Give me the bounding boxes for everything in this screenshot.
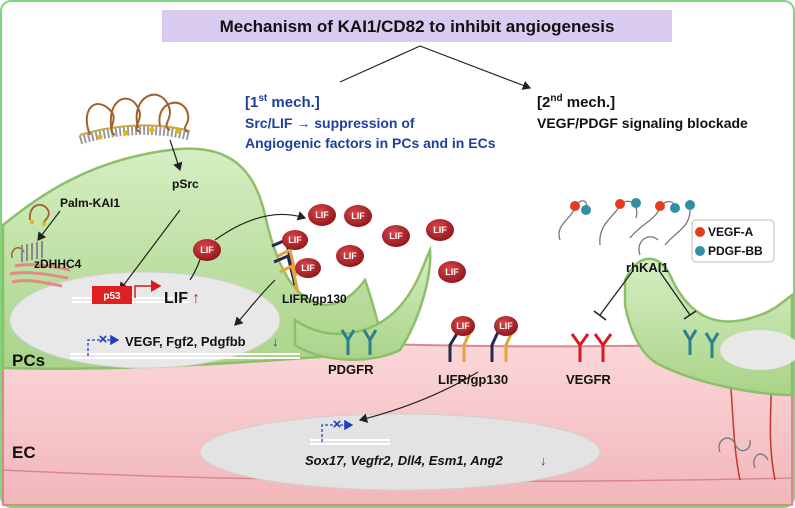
lipid-raft	[78, 125, 192, 145]
arrow-lif-out	[214, 211, 307, 241]
lif-ball-text: LIF	[499, 321, 513, 331]
ec-genes-label: Sox17, Vegfr2, Dll4, Esm1, Ang2	[305, 453, 503, 468]
branch-line-right	[419, 45, 532, 90]
rhkai1-label: rhKAI1	[626, 260, 669, 275]
pdgfr-receptors-right	[682, 329, 720, 358]
vegf-a-dots	[570, 199, 665, 211]
p53-box	[92, 286, 132, 304]
lif-ball	[282, 230, 308, 250]
pdgfr-receptors-middle	[340, 329, 378, 355]
psrc-label: pSrc	[172, 177, 199, 191]
mech1-heading-tail: mech.]	[267, 94, 320, 111]
lif-ball-text: LIF	[389, 231, 403, 241]
lif-ball-text: LIF	[343, 251, 357, 261]
lif-ball	[308, 204, 336, 226]
lif-ball	[336, 245, 364, 267]
mech1-line1: Src/LIF → suppression of	[245, 115, 415, 131]
pdgf-bb-dots	[581, 198, 695, 215]
mech2-heading-tail: mech.]	[563, 94, 616, 111]
mech1-heading-base: [1	[245, 94, 258, 111]
zdhhc4-icon	[9, 241, 71, 288]
mech2-heading: [2nd mech.]	[537, 93, 615, 111]
lif-ball-text: LIF	[288, 235, 302, 245]
p53-promoter-arrow	[134, 280, 162, 298]
arrow-palm-to-zdhhc4	[37, 210, 61, 241]
mech1-heading-sup: st	[258, 93, 268, 104]
lif-ball-text: LIF	[315, 210, 329, 220]
lif-ball	[344, 205, 372, 227]
lifr-gp130-bottom-label: LIFR/gp130	[438, 372, 508, 387]
lifr-gp130-top-label: LIFR/gp130	[282, 292, 347, 306]
mech1-heading: [1st mech.]	[245, 93, 320, 111]
lif-gene-label: LIF	[164, 290, 188, 307]
lif-ball	[193, 239, 221, 261]
arrow-ec-receptor-to-nucleus	[358, 371, 479, 423]
palm-kai1-label: Palm-KAI1	[60, 196, 120, 210]
legend-vegf-a-label: VEGF-A	[708, 225, 754, 239]
ec-nucleus	[199, 413, 601, 491]
lif-ball-text: LIF	[445, 267, 459, 277]
diagram-title: Mechanism of KAI1/CD82 to inhibit angiog…	[220, 17, 615, 36]
lif-ball	[438, 261, 466, 283]
ligand-legend	[691, 219, 775, 263]
pc-promoter-arrow	[87, 334, 120, 356]
pericyte-middle	[293, 245, 432, 361]
lif-ball-text: LIF	[301, 263, 315, 273]
title-bar	[162, 10, 672, 42]
p53-label: p53	[103, 291, 121, 302]
pdgfr-label: PDGFR	[328, 362, 374, 377]
inhibit-line-pdgfr	[659, 271, 691, 316]
lif-ball-text: LIF	[456, 321, 470, 331]
vegfr-label: VEGFR	[566, 372, 611, 387]
lifr-gp130-receptor-ec	[448, 331, 514, 362]
ec-label: EC	[12, 443, 36, 462]
ec-promoter-arrow	[321, 419, 354, 442]
lif-ball	[426, 219, 454, 241]
vegfr-receptors	[570, 333, 613, 362]
lif-ball	[295, 258, 321, 278]
pc-genes-down: ↓	[272, 334, 279, 349]
pcs-label: PCs	[12, 351, 45, 370]
ec-genes-down: ↓	[540, 453, 547, 468]
lif-ball-labels: LIF LIF LIF LIF LIF LIF LIF LIF LIF LIF …	[200, 210, 513, 331]
inhibit-bar-pdgfr	[683, 310, 697, 320]
pc-blocked-x: ×	[99, 331, 108, 348]
mech2-heading-sup: nd	[550, 93, 562, 104]
arrow-psrc-to-p53	[119, 209, 181, 291]
lif-ball-text: LIF	[200, 245, 214, 255]
lif-ball	[494, 316, 518, 336]
lif-up-arrow: ↑	[192, 290, 200, 307]
mech2-line1: VEGF/PDGF signaling blockade	[537, 115, 748, 131]
mech2-heading-base: [2	[537, 94, 550, 111]
inhibit-bar-vegfr	[593, 310, 607, 321]
pc-nucleus	[9, 271, 281, 369]
arrow-to-psrc	[169, 139, 183, 172]
pc-right-nucleus	[720, 330, 795, 370]
arrow-receptor-to-nucleus	[234, 279, 276, 326]
lif-ball-text: LIF	[433, 225, 447, 235]
raft-edge	[79, 124, 191, 136]
pc-genes-label: VEGF, Fgf2, Pdgfbb	[125, 334, 246, 349]
kai1-loops	[85, 93, 190, 136]
zdhhc4-label: zDHHC4	[34, 257, 82, 271]
lif-ball-text: LIF	[351, 211, 365, 221]
legend-pdgf-dot	[695, 246, 705, 256]
lif-balls	[193, 204, 518, 336]
kai1-anchors	[97, 127, 181, 140]
ec-blocked-x: ×	[333, 416, 342, 433]
legend-pdgf-bb-label: PDGF-BB	[708, 244, 763, 258]
lif-ball	[451, 316, 475, 336]
branch-line-left	[339, 45, 421, 83]
mech1-line2: Angiogenic factors in PCs and in ECs	[245, 135, 496, 151]
legend-vegf-dot	[695, 227, 705, 237]
palm-anchor	[30, 220, 46, 226]
inhibit-line-vegfr	[599, 271, 633, 316]
lif-ball	[382, 225, 410, 247]
